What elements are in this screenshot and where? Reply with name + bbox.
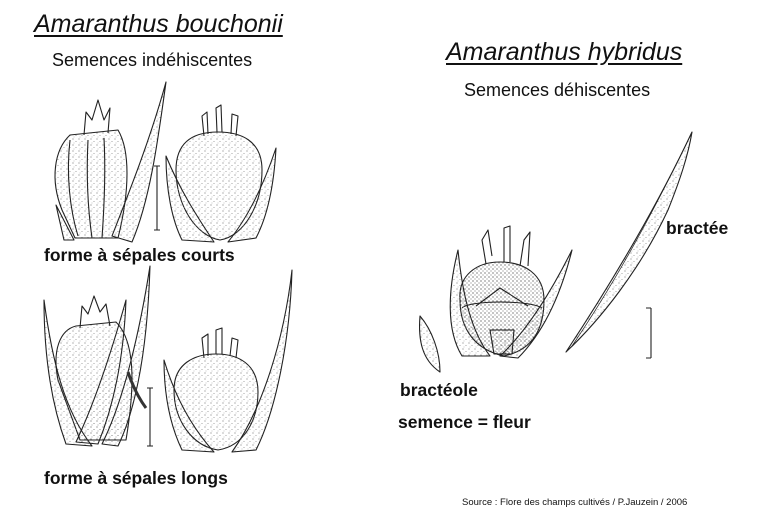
subtitle-hybridus: Semences déhiscentes bbox=[464, 80, 650, 101]
bracteole-drawing bbox=[420, 316, 440, 372]
bract-drawing bbox=[566, 132, 692, 352]
seed-long-sepals bbox=[164, 270, 292, 452]
flower-long-sepals-front bbox=[44, 266, 150, 446]
caption-short-sepals: forme à sépales courts bbox=[44, 245, 235, 266]
caption-long-sepals: forme à sépales longs bbox=[44, 468, 228, 489]
flower-short-sepals-front bbox=[55, 82, 166, 242]
scale-bar-short bbox=[154, 166, 160, 230]
label-bract: bractée bbox=[666, 218, 728, 239]
label-bracteole: bractéole bbox=[400, 380, 478, 401]
scale-bar-hybridus bbox=[646, 308, 651, 358]
seed-short-sepals bbox=[166, 105, 276, 242]
scale-bar-long bbox=[147, 388, 153, 446]
title-bouchonii: Amaranthus bouchonii bbox=[34, 10, 283, 39]
subtitle-bouchonii: Semences indéhiscentes bbox=[52, 50, 252, 71]
source-credit: Source : Flore des champs cultivés / P.J… bbox=[462, 497, 687, 508]
title-hybridus: Amaranthus hybridus bbox=[446, 38, 682, 67]
label-seed-flower: semence = fleur bbox=[398, 412, 531, 433]
flower-hybridus bbox=[450, 226, 572, 358]
